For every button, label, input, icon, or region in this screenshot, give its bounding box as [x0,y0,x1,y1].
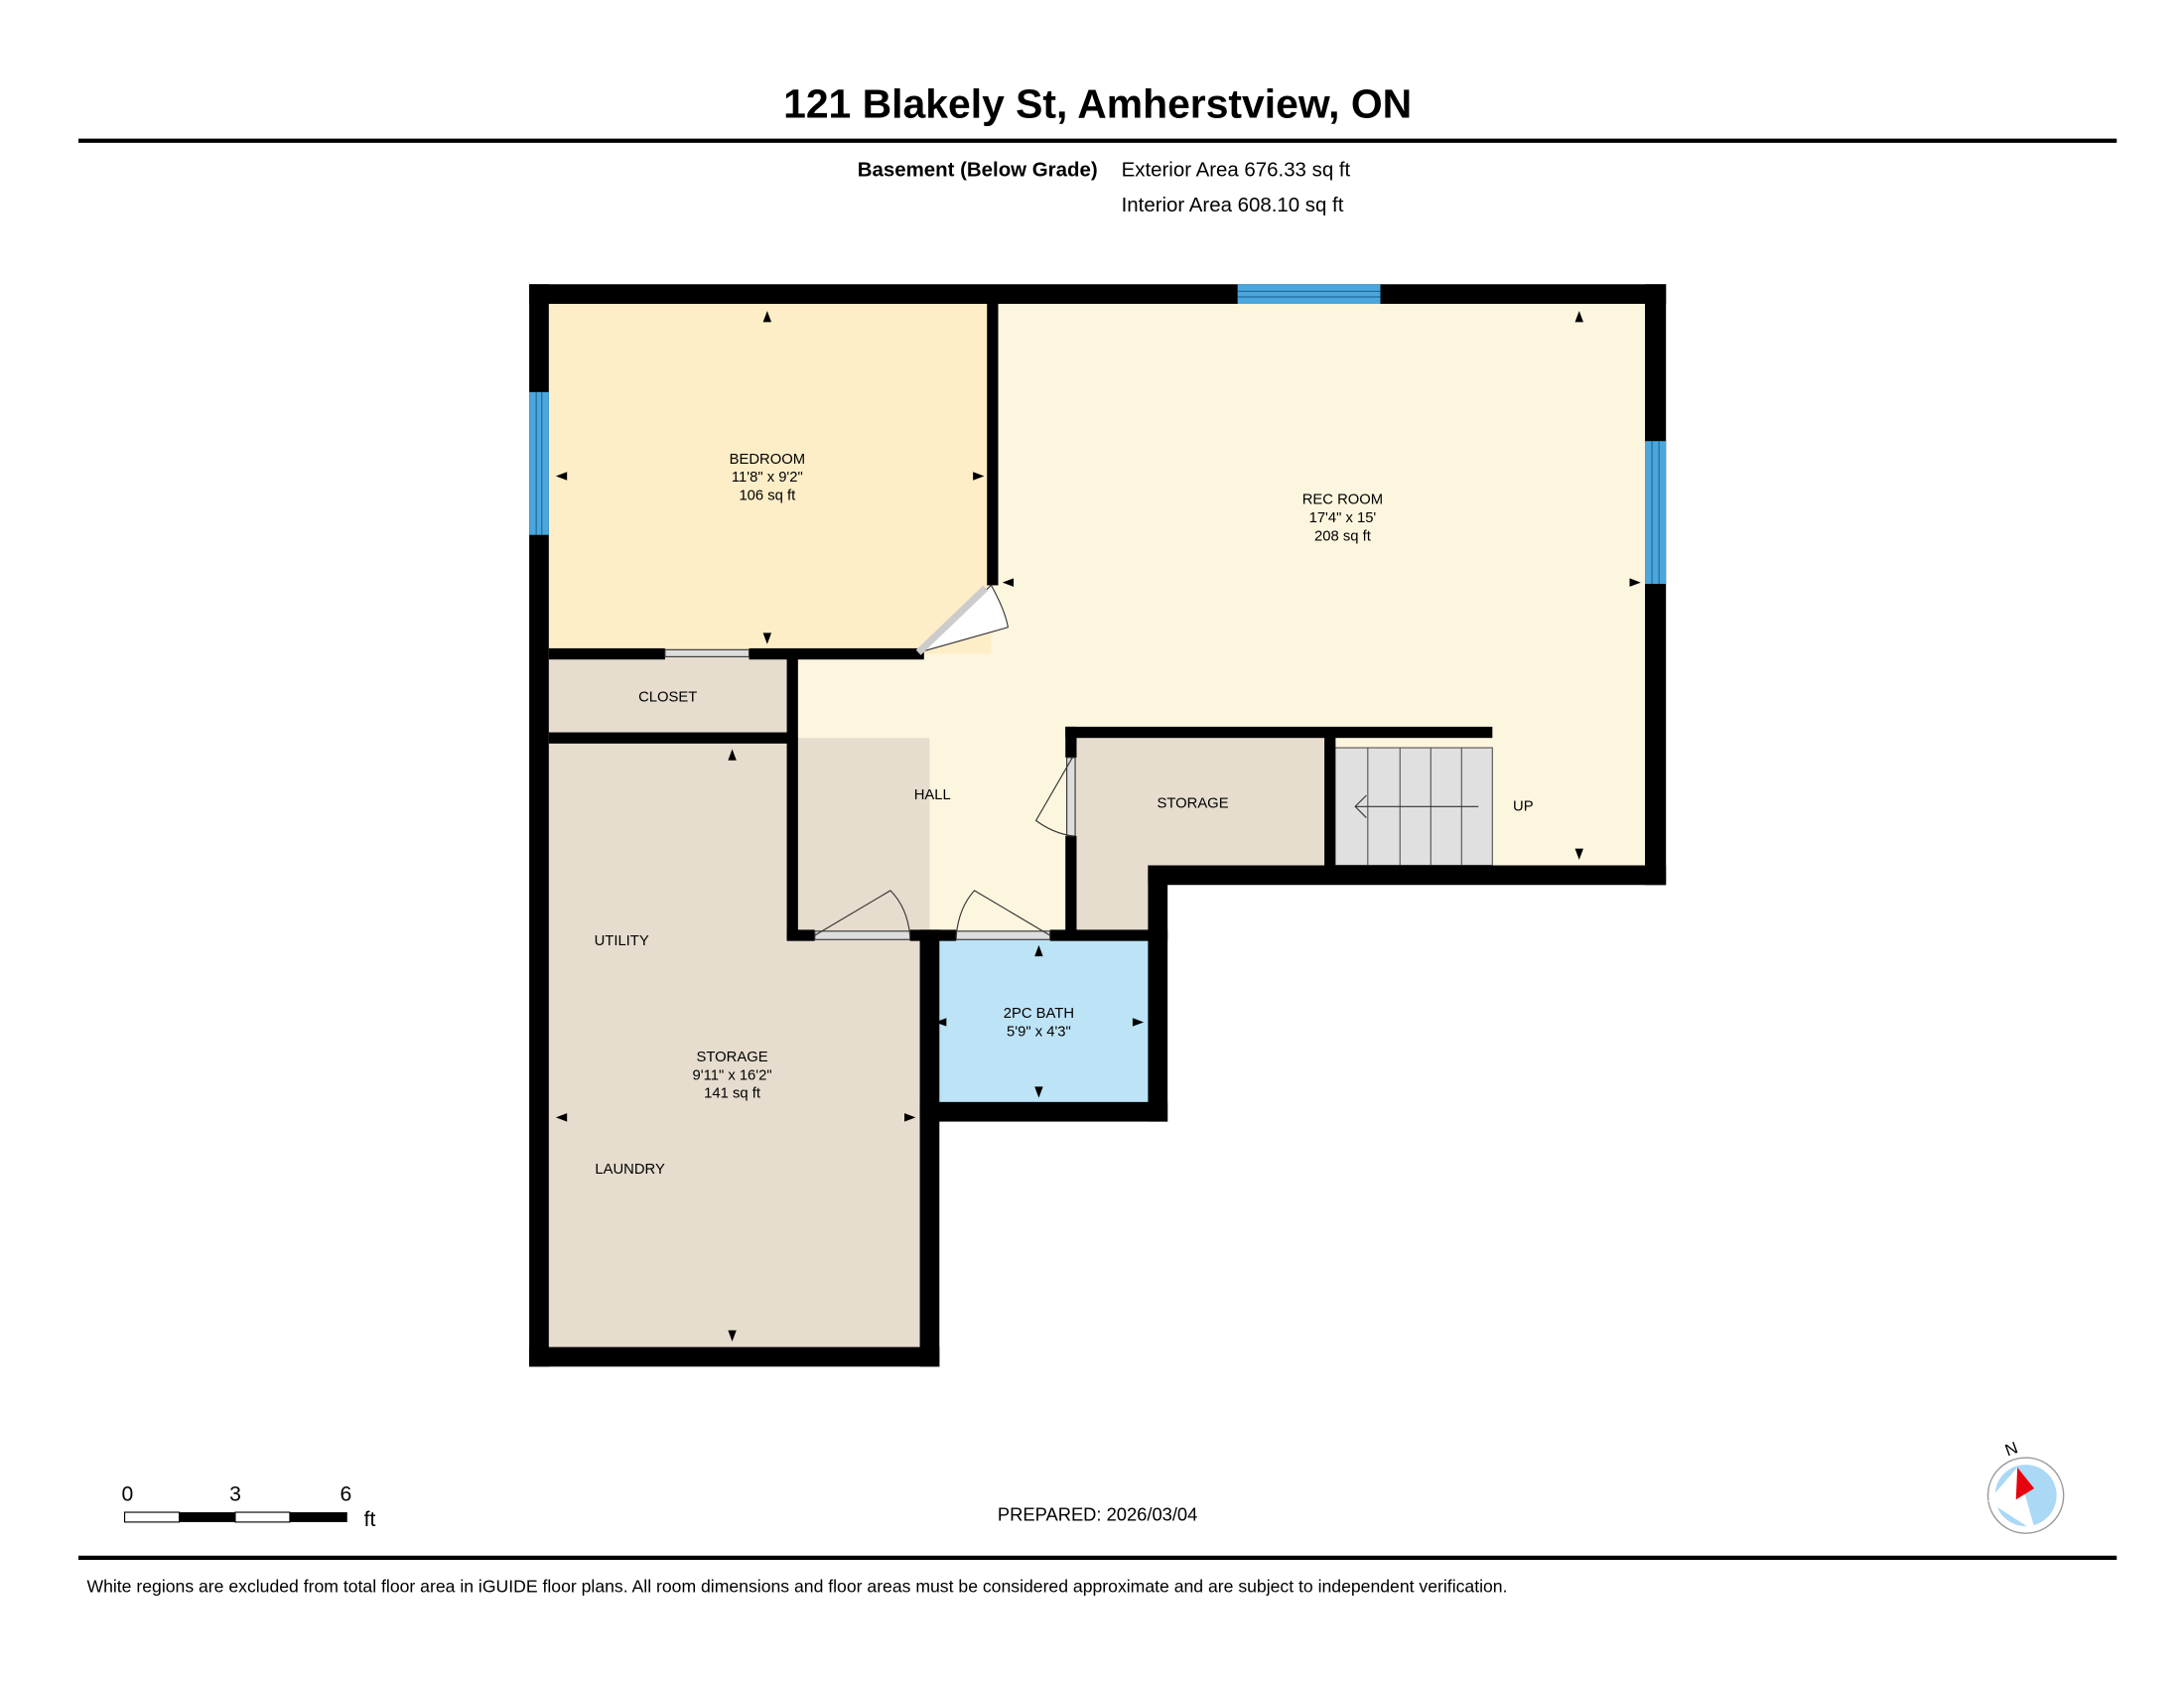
compass-north-label: N [2002,1438,2020,1460]
footer-divider [78,1555,2117,1560]
bedroom-name: BEDROOM [730,452,805,468]
wall [529,1346,940,1367]
scale-bar: 0 3 6 ft [121,1483,375,1531]
storage-main-name: STORAGE [697,1050,768,1065]
utility-name: UTILITY [595,933,649,949]
header-divider [78,138,2117,143]
floor-label: Basement (Below Grade) [858,159,1098,182]
wall [1148,865,1168,1122]
rec-room-area: 208 sq ft [1314,528,1371,544]
wall [919,1101,1168,1122]
scale-tick: 3 [229,1483,241,1506]
scale-unit: ft [364,1508,376,1531]
room-storage-main [548,738,930,1351]
floor-plan: BEDROOM 11'8" x 9'2" 106 sq ft REC ROOM … [529,284,1667,1367]
laundry-name: LAUNDRY [595,1162,665,1178]
page-title: 121 Blakely St, Amherstview, ON [783,80,1412,126]
exterior-area: Exterior Area 676.33 sq ft [1122,159,1351,182]
rec-room-name: REC ROOM [1302,492,1383,508]
bath-name: 2PC BATH [1004,1006,1074,1022]
window [529,391,549,535]
doors [664,584,1076,940]
wall [919,929,940,1367]
bedroom-area: 106 sq ft [739,488,795,503]
room-closet [548,653,793,739]
scale-tick: 6 [340,1483,351,1506]
wall [1148,865,1667,886]
interior-area: Interior Area 608.10 sq ft [1122,194,1344,216]
wall [529,284,1667,305]
closet-name: CLOSET [638,690,697,706]
compass-icon: N [1986,1438,2065,1534]
prepared-date: PREPARED: 2026/03/04 [998,1503,1197,1524]
window [1237,284,1381,305]
wall [529,284,549,1367]
storage-small-name: STORAGE [1157,796,1228,812]
rec-room-dims: 17'4" x 15' [1309,510,1377,526]
bath-dims: 5'9" x 4'3" [1007,1025,1071,1041]
bedroom-dims: 11'8" x 9'2" [732,470,803,486]
storage-main-dims: 9'11" x 16'2" [693,1067,772,1083]
stairs-up-label: UP [1513,799,1534,815]
footer-disclaimer: White regions are excluded from total fl… [86,1576,1507,1596]
room-bedroom [548,304,992,654]
window [1645,441,1667,585]
room-bath [929,935,1152,1105]
wall [1645,284,1667,886]
room-storage-small-ext [1072,840,1155,933]
scale-tick: 0 [121,1483,133,1506]
dimension-arrows [555,311,1641,1341]
hall-name: HALL [914,787,951,803]
stairs [1333,747,1493,867]
storage-main-area: 141 sq ft [704,1086,760,1102]
